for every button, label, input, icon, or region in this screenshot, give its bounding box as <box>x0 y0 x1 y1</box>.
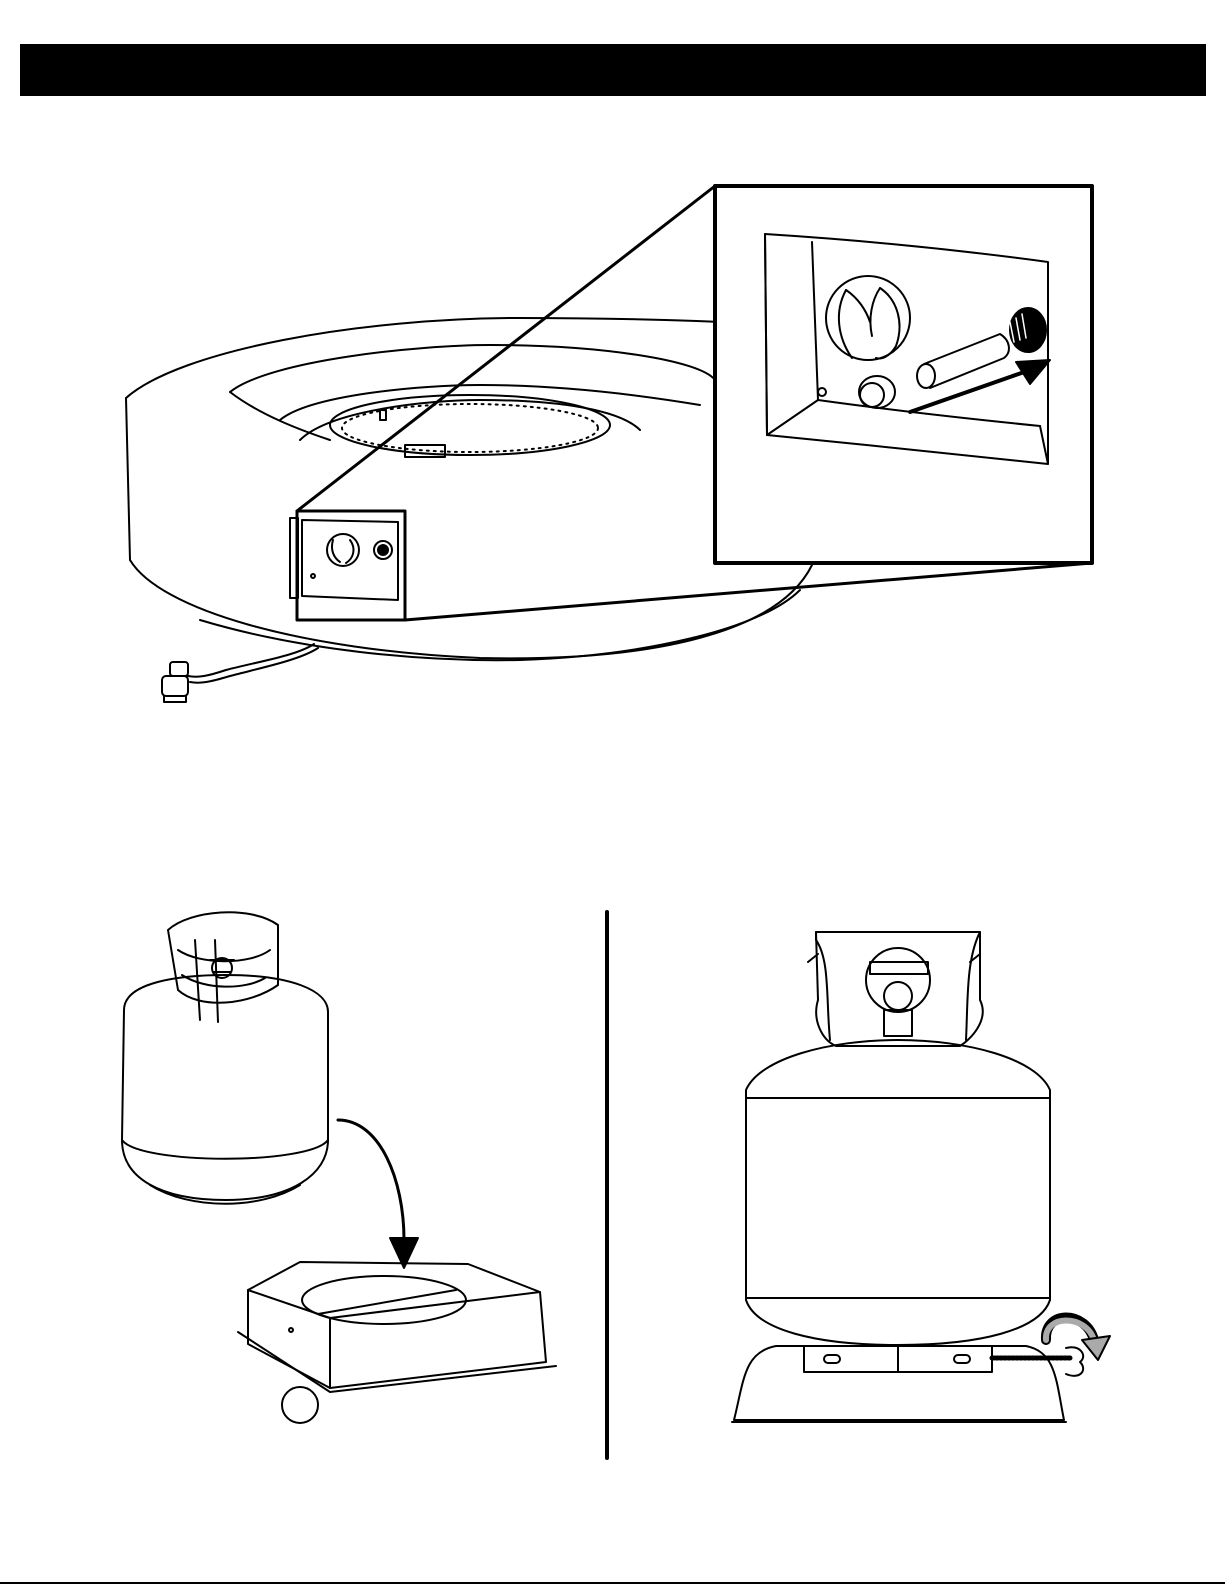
panel-zoom-box <box>297 511 405 620</box>
footer-rule <box>0 1582 1225 1584</box>
tank-placement-illustration <box>122 912 556 1423</box>
tank-secured-illustration <box>732 932 1110 1422</box>
detail-inset <box>715 186 1092 563</box>
